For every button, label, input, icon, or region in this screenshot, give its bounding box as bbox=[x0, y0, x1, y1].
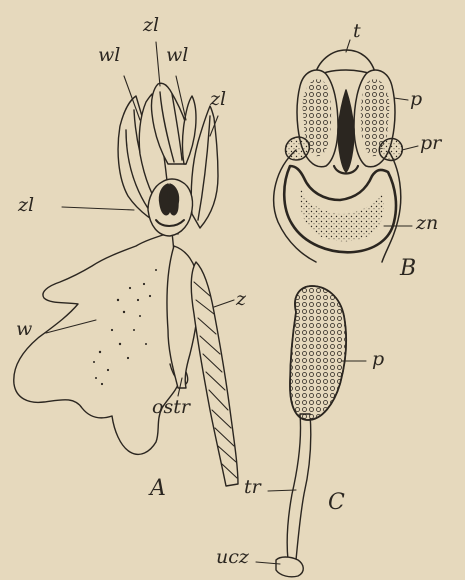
pollen-mass bbox=[290, 286, 346, 420]
label-figure-c: C bbox=[328, 492, 345, 514]
rostellum bbox=[338, 90, 354, 172]
label-ucz: ucz bbox=[216, 548, 249, 567]
label-figure-a: A bbox=[150, 478, 166, 500]
figure-c-pollinium bbox=[256, 286, 366, 577]
viscidium-foot bbox=[276, 557, 303, 577]
figure-b-column bbox=[274, 40, 418, 262]
label-w: w bbox=[16, 320, 32, 339]
petal-right bbox=[183, 96, 197, 164]
staminode-right bbox=[379, 139, 402, 161]
label-figure-b: B bbox=[400, 258, 416, 280]
label-t: t bbox=[353, 22, 361, 41]
label-wl-right: wl bbox=[166, 46, 188, 65]
label-p-b: p bbox=[410, 90, 422, 109]
figure-a-flower bbox=[14, 42, 238, 486]
label-tr: tr bbox=[244, 478, 261, 497]
label-pr: pr bbox=[420, 134, 441, 153]
label-zl-top: zl bbox=[143, 16, 159, 35]
caudicle bbox=[287, 414, 311, 560]
label-zl-right: zl bbox=[210, 90, 226, 109]
labellum-lip bbox=[14, 232, 181, 454]
label-zl-left: zl bbox=[18, 196, 34, 215]
ovary bbox=[191, 262, 238, 486]
label-z: z bbox=[236, 290, 246, 309]
label-zn: zn bbox=[416, 214, 438, 233]
label-ostr: ostr bbox=[152, 398, 190, 417]
label-wl-left: wl bbox=[98, 46, 120, 65]
staminode-left bbox=[285, 137, 309, 160]
label-p-c: p bbox=[372, 350, 384, 369]
